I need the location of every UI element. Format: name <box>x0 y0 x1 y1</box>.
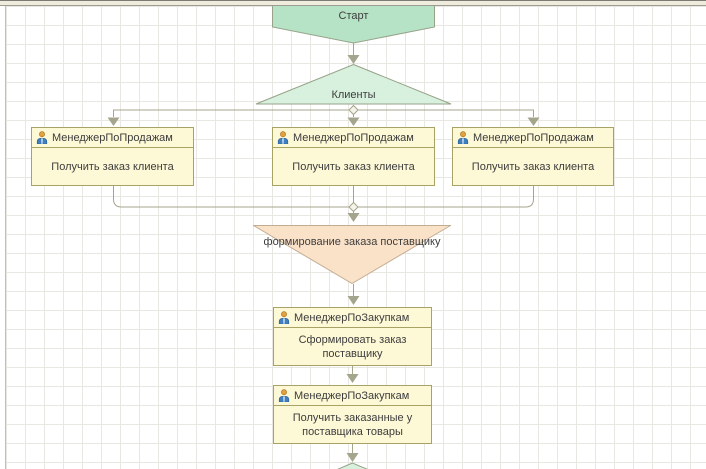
start-label: Старт <box>338 10 369 22</box>
arrowhead-task5-next <box>346 453 359 462</box>
person-icon <box>277 131 289 144</box>
arrowhead-merge-task4 <box>347 296 360 305</box>
condition-label: Клиенты <box>331 89 376 101</box>
person-icon <box>278 389 290 402</box>
start-shape[interactable]: Старт <box>272 5 435 44</box>
arrowhead-merge <box>347 213 360 222</box>
task-header: МенеджерПоПродажам <box>32 128 193 148</box>
merge-label: формирование заказа поставщику <box>263 236 441 248</box>
person-icon <box>278 311 290 324</box>
task-header: МенеджерПоЗакупкам <box>274 308 431 328</box>
top-splitter-bar <box>0 0 706 6</box>
merge-point-diamond <box>348 201 359 213</box>
task-header: МенеджерПоПродажам <box>273 128 434 148</box>
arrowhead-split-left <box>107 117 120 126</box>
task-role: МенеджерПоЗакупкам <box>294 389 410 402</box>
arrowhead-start-condition <box>347 55 360 64</box>
task-action: Получить заказ клиента <box>292 160 415 173</box>
task-role: МенеджерПоЗакупкам <box>294 311 410 324</box>
task-role: МенеджерПоПродажам <box>52 131 173 144</box>
task-header: МенеджерПоПродажам <box>453 128 613 148</box>
left-margin-strip <box>0 6 6 469</box>
connector-split-rail <box>113 109 534 117</box>
arrowhead-split-right <box>527 117 540 126</box>
split-point-diamond <box>348 104 359 116</box>
connector-merge-rail <box>113 186 534 208</box>
task-action: Получить заказанные у поставщика товары <box>292 411 413 438</box>
arrowhead-task4-task5 <box>346 374 359 383</box>
task-form-supplier-order[interactable]: МенеджерПоЗакупкам Сформировать заказ по… <box>273 307 432 366</box>
task-header: МенеджерПоЗакупкам <box>274 386 431 406</box>
task-get-client-order-1[interactable]: МенеджерПоПродажам Получить заказ клиент… <box>31 127 194 186</box>
task-action: Получить заказ клиента <box>51 160 174 173</box>
task-get-client-order-3[interactable]: МенеджерПоПродажам Получить заказ клиент… <box>452 127 614 186</box>
task-role: МенеджерПоПродажам <box>473 131 594 144</box>
condition-shape-triangle <box>255 64 452 105</box>
condition-shape[interactable]: Клиенты <box>255 64 452 105</box>
arrowhead-split-middle <box>347 117 360 126</box>
task-action: Получить заказ клиента <box>471 160 595 173</box>
merge-shape-triangle <box>253 225 451 284</box>
task-action: Сформировать заказ поставщику <box>298 333 407 360</box>
task-receive-supplier-goods[interactable]: МенеджерПоЗакупкам Получить заказанные у… <box>273 385 432 444</box>
task-get-client-order-2[interactable]: МенеджерПоПродажам Получить заказ клиент… <box>272 127 435 186</box>
merge-shape[interactable]: формирование заказа поставщику <box>253 225 451 284</box>
next-shape-partial[interactable] <box>336 462 369 469</box>
person-icon <box>457 131 469 144</box>
task-role: МенеджерПоПродажам <box>293 131 414 144</box>
person-icon <box>36 131 48 144</box>
